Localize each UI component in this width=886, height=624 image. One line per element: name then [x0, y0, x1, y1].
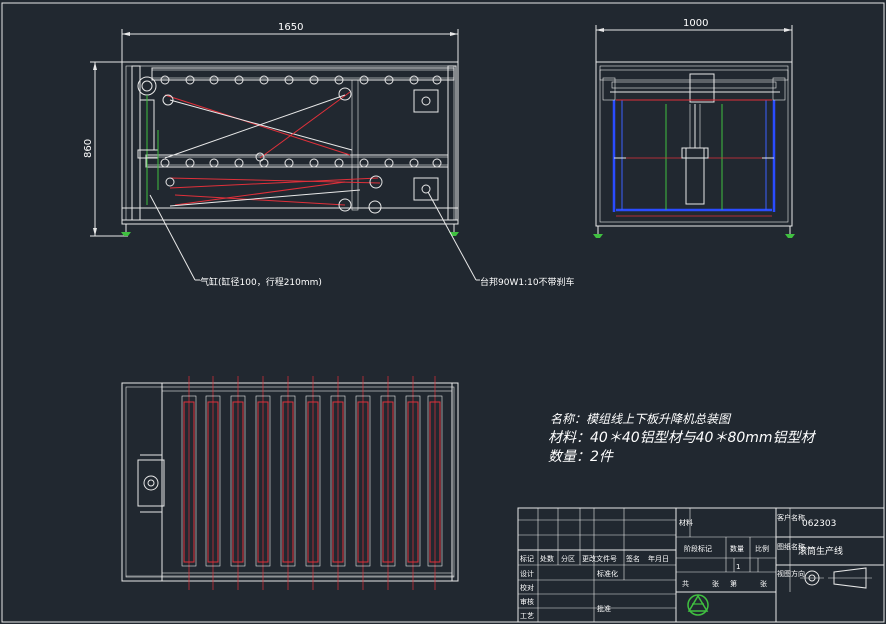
dim-front-width: 1650 — [278, 22, 303, 33]
tb-standard: 标准化 — [597, 569, 618, 578]
top-wheels — [181, 395, 443, 567]
tb-stage: 阶段标记 — [684, 544, 712, 553]
callout-motor-text: 台邦90W1:10不带刹车 — [480, 276, 575, 288]
tb-sheet-unit2: 张 — [760, 579, 767, 588]
callout-motor: 台邦90W1:10不带刹车 — [427, 191, 575, 288]
tb-drawing-name-value: 滚筒生产线 — [798, 545, 843, 557]
top-motor — [137, 459, 165, 507]
tb-sheet-num: 第 — [730, 579, 737, 588]
tb-approve: 批准 — [597, 604, 611, 613]
tb-qty-value: 1 — [736, 563, 740, 571]
callout-cylinder-text: 气缸(缸径100，行程210mm) — [200, 276, 322, 288]
callout-cylinder: 气缸(缸径100，行程210mm) — [149, 194, 322, 288]
note-quantity: 数量：2件 — [548, 449, 614, 465]
note-name: 名称：模组线上下板升降机总装图 — [550, 412, 732, 426]
front-sprocket — [137, 76, 157, 96]
front-motor-top — [413, 89, 439, 113]
projection-symbol-icon — [800, 567, 872, 589]
tb-sign: 签名 — [626, 554, 640, 563]
tb-sheet-unit: 张 — [712, 579, 719, 588]
side-view: 1000 — [593, 18, 795, 238]
side-feet — [593, 226, 795, 238]
front-feet — [121, 224, 459, 236]
tb-mark: 标记 — [520, 554, 534, 563]
front-motor-bottom — [413, 177, 439, 201]
tb-view-label: 视图方向 — [777, 569, 805, 578]
tb-review: 审核 — [520, 597, 534, 606]
tb-check: 校对 — [520, 583, 534, 592]
tb-material: 材料 — [679, 518, 693, 527]
drawing-notes: 名称：模组线上下板升降机总装图 材料：40＊40铝型材与40＊80mm铝型材 数… — [548, 412, 817, 465]
tb-zone: 分区 — [561, 554, 575, 563]
tb-process: 工艺 — [520, 612, 534, 620]
tb-change-doc: 更改文件号 — [582, 554, 617, 563]
title-block: 标记 处数 分区 更改文件号 签名 年月日 设计 标准化 校对 审核 工艺 批准… — [517, 507, 885, 623]
front-scissor-links — [162, 87, 383, 214]
tb-scale: 比例 — [755, 544, 769, 553]
tb-count: 处数 — [540, 554, 554, 563]
top-view — [121, 376, 459, 590]
company-logo-icon — [687, 594, 709, 616]
dim-side-width: 1000 — [683, 18, 708, 29]
tb-customer-label: 客户名称 — [777, 513, 805, 522]
front-mid-rollers — [160, 158, 442, 168]
front-view: 1650 860 — [83, 22, 459, 237]
tb-qty-label: 数量 — [730, 544, 744, 553]
note-material: 材料：40＊40铝型材与40＊80mm铝型材 — [548, 430, 817, 446]
top-rollers — [183, 376, 441, 590]
side-cylinder — [685, 147, 705, 205]
tb-date: 年月日 — [648, 554, 669, 563]
tb-sheet-total: 共 — [682, 579, 689, 588]
front-top-rollers — [160, 75, 442, 85]
tb-design: 设计 — [520, 569, 534, 578]
tb-customer-value: 062303 — [802, 519, 836, 529]
tb-drawing-name-label: 图纸名称 — [777, 542, 805, 551]
dim-front-height: 860 — [83, 139, 94, 158]
